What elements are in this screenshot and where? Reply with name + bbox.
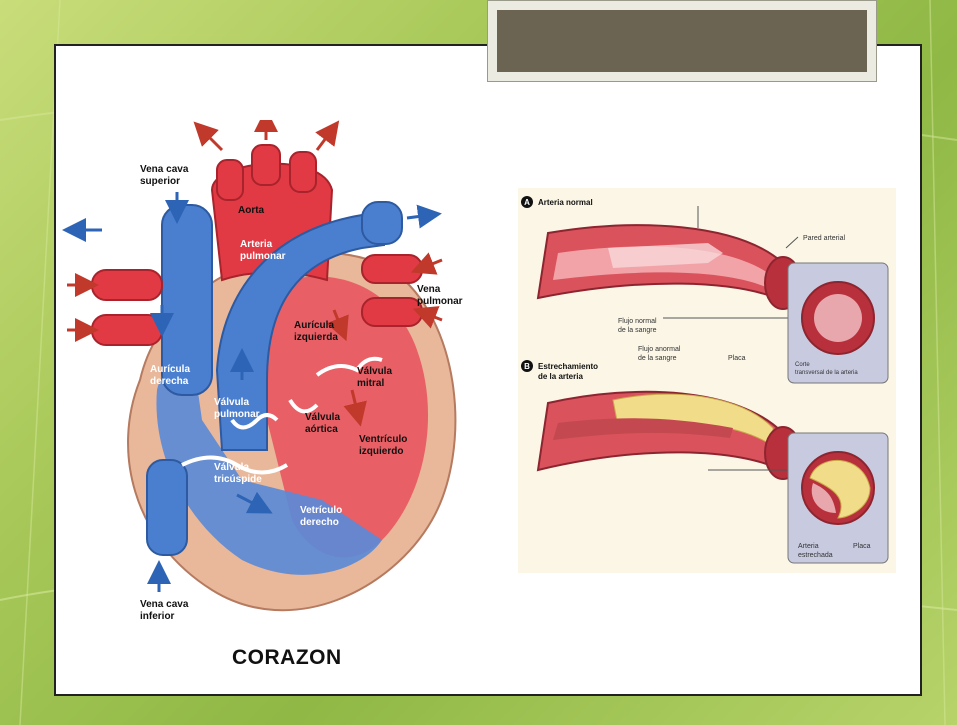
label-auricula-izquierda-2: izquierda [294, 332, 338, 343]
label-flujo-normal-1: Flujo normal [618, 318, 657, 325]
label-vena-cava-inferior-2: inferior [140, 611, 175, 622]
label-placa-bottom: Placa [853, 543, 871, 550]
label-valvula-aortica-1: Válvula [305, 412, 340, 423]
vena-cava-inferior [147, 460, 187, 555]
label-auricula-izquierda-1: Aurícula [294, 320, 334, 331]
label-valvula-mitral-1: Válvula [357, 366, 392, 377]
label-auricula-derecha-2: derecha [150, 376, 189, 387]
badge-b: B [524, 362, 530, 371]
label-aorta: Aorta [238, 205, 265, 216]
label-ventriculo-izquierdo-1: Ventrículo [359, 434, 407, 445]
label-valvula-mitral-2: mitral [357, 378, 384, 389]
label-arteria-pulmonar-1: Arteria [240, 239, 273, 250]
label-valvula-pulmonar-1: Válvula [214, 397, 249, 408]
label-flujo-anormal-2: de la sangre [638, 355, 677, 362]
label-auricula-derecha-1: Aurícula [150, 364, 190, 375]
label-flujo-normal-2: de la sangre [618, 327, 657, 334]
label-vena-cava-superior-2: superior [140, 176, 180, 187]
label-valvula-tricuspide-1: Válvula [214, 462, 249, 473]
panel-a-title: Arteria normal [538, 198, 593, 207]
badge-a: A [524, 198, 530, 207]
label-valvula-pulmonar-2: pulmonar [214, 409, 260, 420]
label-arteria-estrechada-1: Arteria [798, 543, 819, 550]
label-vena-cava-superior-1: Vena cava [140, 164, 189, 175]
label-ventriculo-derecho-1: Vetrículo [300, 505, 342, 516]
panel-b-title-1: Estrechamiento [538, 362, 598, 371]
caption-corazon: CORAZON [232, 646, 342, 670]
label-valvula-aortica-2: aórtica [305, 424, 338, 435]
label-valvula-tricuspide-2: tricúspide [214, 474, 262, 485]
label-ventriculo-derecho-2: derecho [300, 517, 339, 528]
label-pared-arterial: Pared arterial [803, 235, 845, 242]
label-corte-1: Corte [795, 362, 810, 368]
label-vena-pulmonar-1: Vena [417, 284, 441, 295]
panel-b-title-2: de la arteria [538, 372, 583, 381]
label-arteria-estrechada-2: estrechada [798, 552, 833, 559]
label-arteria-pulmonar-2: pulmonar [240, 251, 286, 262]
label-vena-cava-inferior-1: Vena cava [140, 599, 189, 610]
label-flujo-anormal-1: Flujo anormal [638, 346, 681, 353]
label-vena-pulmonar-2: pulmonar [417, 296, 463, 307]
label-ventriculo-izquierdo-2: izquierdo [359, 446, 403, 457]
artery-diagram: A Arteria normal Pared arterial Flujo no… [518, 188, 896, 573]
title-placeholder [487, 0, 877, 82]
label-corte-2: transversal de la arteria [795, 370, 858, 376]
label-placa-top: Placa [728, 355, 746, 362]
